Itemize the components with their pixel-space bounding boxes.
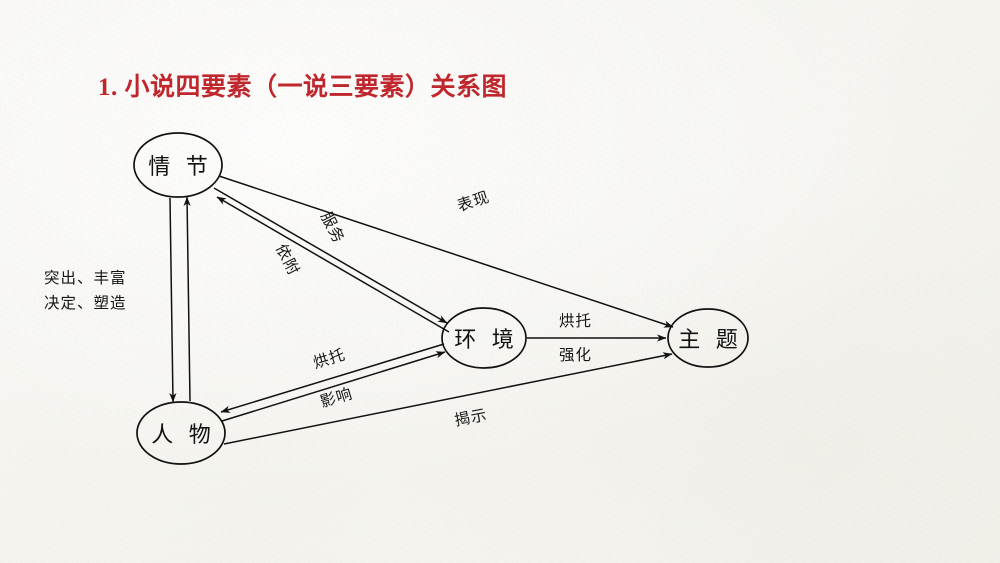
node-label-plot: 情 节 [148,154,213,179]
node-label-theme: 主 题 [678,327,743,352]
node-environment[interactable] [441,307,527,369]
edge-plot-to-character[interactable] [169,197,177,403]
node-character[interactable] [136,401,226,465]
diagram-edges [169,175,674,445]
edge-plot-to-environment[interactable] [213,187,448,324]
node-plot[interactable] [133,132,223,198]
edge-plot-to-theme[interactable] [218,175,674,328]
edge-label-plot-to-character: 突出、丰富 [44,270,127,287]
edge-label-environment-to-theme-line1: 烘托 [559,313,593,330]
edge-environment-to-character[interactable] [220,343,445,413]
node-label-character: 人 物 [151,422,216,447]
node-label-environment: 环 境 [454,327,519,352]
edge-character-to-theme[interactable] [223,352,673,445]
edge-character-to-environment[interactable] [221,351,446,422]
diagram-nodes [133,132,749,465]
edge-environment-to-plot[interactable] [216,196,450,333]
page-title: 1. 小说四要素（一说三要素）关系图 [98,74,508,101]
edge-label-character-to-plot: 决定、塑造 [44,295,127,312]
node-theme[interactable] [667,308,749,368]
edge-label-environment-to-theme-line2: 强化 [559,347,593,364]
edge-character-to-plot[interactable] [183,196,191,402]
